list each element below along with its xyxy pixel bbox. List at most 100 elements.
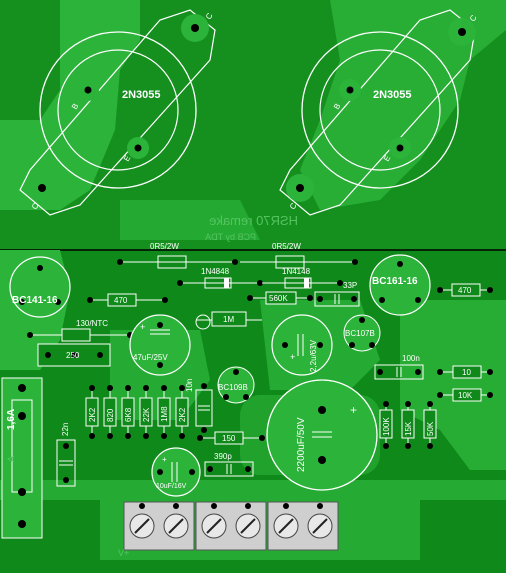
svg-text:250: 250 — [66, 351, 80, 360]
upper-trace-area — [0, 0, 506, 250]
svg-text:560K: 560K — [269, 294, 288, 303]
bank-resistor: 2K2 — [175, 385, 189, 439]
capacitor-2u2: + 2,2u/63V — [271, 314, 333, 376]
resistor-0r5-left: 0R5/2W — [117, 242, 238, 269]
right-bank-resistor-label: 15K — [404, 421, 413, 436]
capacitor-10uf: + 10uF/16V — [151, 447, 201, 497]
svg-text:1,6A: 1,6A — [6, 409, 17, 430]
pin-e-left: E — [122, 154, 132, 163]
svg-text:BC141-16: BC141-16 — [12, 295, 58, 306]
svg-text:A: A — [6, 456, 16, 462]
svg-text:390p: 390p — [214, 452, 232, 461]
terminal-block — [123, 501, 195, 551]
resistor-bank-right: 100K 15K 50K — [379, 401, 437, 449]
svg-text:+: + — [350, 403, 357, 417]
svg-text:470: 470 — [458, 286, 472, 295]
bank-resistor-label: 2K2 — [178, 407, 187, 422]
bank-resistor: 22K — [139, 385, 153, 439]
resistor-bank: 2K2 820 6K8 22K 1M8 2K2 — [85, 385, 189, 439]
trimmer-250: 250 — [37, 343, 111, 367]
pin-c1-right: C — [468, 13, 479, 23]
svg-text:BC107B: BC107B — [345, 329, 375, 338]
bank-resistor-label: 1M8 — [160, 406, 169, 422]
svg-text:+: + — [290, 352, 295, 362]
capacitor-10n: 10n — [185, 379, 213, 433]
svg-text:22n: 22n — [61, 423, 70, 436]
svg-text:+: + — [140, 322, 145, 332]
transistor-bc107b: BC107B — [343, 314, 381, 352]
svg-text:33P: 33P — [343, 281, 357, 290]
capacitor-47uf: + 47uF/25V — [129, 314, 191, 376]
right-bank-resistor: 50K — [423, 401, 437, 449]
power-transistor-right: 2N3055 B E C C — [279, 9, 479, 216]
terminal-label: V+ — [118, 548, 129, 558]
bank-resistor-label: 22K — [142, 407, 151, 422]
bank-resistor: 820 — [103, 385, 117, 439]
svg-text:100n: 100n — [402, 354, 420, 363]
terminal-block — [195, 501, 267, 551]
svg-text:470: 470 — [114, 296, 128, 305]
pin-c1-left: C — [204, 11, 215, 21]
resistor-130-ntc: 130/NTC — [27, 319, 133, 342]
pin-e-right: E — [382, 154, 392, 163]
capacitor-33p: 33P — [314, 281, 360, 307]
bank-resistor-label: 820 — [106, 408, 115, 422]
board-subtitle: PCB by TDA — [205, 232, 256, 242]
svg-text:10: 10 — [462, 368, 471, 377]
capacitor-390p: 390p — [204, 452, 254, 477]
power-transistor-left-label: 2N3055 — [122, 89, 161, 101]
terminal-blocks — [123, 501, 339, 551]
board-title-mirrored: HSR70 remake PCB by TDA — [205, 213, 298, 242]
svg-text:150: 150 — [222, 434, 236, 443]
pin-b-left: B — [70, 102, 80, 111]
svg-text:1N4148: 1N4148 — [282, 267, 311, 276]
svg-text:2200uF/50V: 2200uF/50V — [296, 417, 307, 472]
board-title: HSR70 remake — [209, 213, 298, 228]
svg-text:BC161-16: BC161-16 — [372, 276, 418, 287]
right-bank-resistor: 100K — [379, 401, 393, 449]
transistor-bc141: BC141-16 — [9, 256, 71, 318]
svg-text:1M: 1M — [223, 315, 234, 324]
svg-text:10uF/16V: 10uF/16V — [156, 483, 187, 490]
pin-b-right: B — [332, 102, 342, 111]
bank-resistor-label: 6K8 — [124, 407, 133, 422]
svg-text:0R5/2W: 0R5/2W — [150, 242, 179, 251]
pin-c2-left: C — [30, 201, 41, 211]
resistor-470-right: 470 — [437, 283, 493, 297]
svg-text:130/NTC: 130/NTC — [76, 319, 108, 328]
svg-text:47uF/25V: 47uF/25V — [133, 353, 168, 362]
svg-text:1N4848: 1N4848 — [201, 267, 230, 276]
bank-resistor: 2K2 — [85, 385, 99, 439]
svg-text:10n: 10n — [185, 379, 194, 392]
right-bank-resistor-label: 50K — [426, 421, 435, 436]
fuse-holder: 1,6A A — [1, 377, 43, 539]
right-bank-resistor-label: 100K — [382, 417, 391, 436]
bank-resistor: 6K8 — [121, 385, 135, 439]
svg-text:0R5/2W: 0R5/2W — [272, 242, 301, 251]
svg-text:+: + — [162, 455, 167, 464]
resistor-10k: 10K — [437, 388, 493, 402]
capacitor-22n: 22n — [56, 423, 76, 487]
svg-text:2,2u/63V: 2,2u/63V — [309, 339, 318, 372]
svg-text:BC109B: BC109B — [218, 383, 248, 392]
diode-1n4148: 1N4148 — [262, 267, 343, 289]
resistor-560k: 560K — [247, 291, 313, 305]
capacitor-100n: 100n — [374, 354, 424, 380]
resistor-0r5-right: 0R5/2W — [240, 242, 358, 269]
resistor-1m: 1M — [195, 311, 262, 330]
resistor-150: 150 — [197, 431, 265, 445]
bank-resistor: 1M8 — [157, 385, 171, 439]
resistor-470-left: 470 — [87, 293, 168, 307]
capacitor-2200uf: + 2200uF/50V — [266, 379, 378, 491]
power-transistor-right-label: 2N3055 — [373, 89, 412, 101]
svg-text:10K: 10K — [458, 391, 473, 400]
terminal-block — [267, 501, 339, 551]
bank-resistor-label: 2K2 — [88, 407, 97, 422]
right-bank-resistor: 15K — [401, 401, 415, 449]
pin-c2-right: C — [288, 201, 299, 211]
resistor-10: 10 — [437, 365, 493, 379]
transistor-bc109b: BC109B — [217, 366, 255, 404]
diode-1n4848: 1N4848 — [177, 267, 263, 289]
power-transistor-left: 2N3055 B E C C — [19, 9, 216, 216]
